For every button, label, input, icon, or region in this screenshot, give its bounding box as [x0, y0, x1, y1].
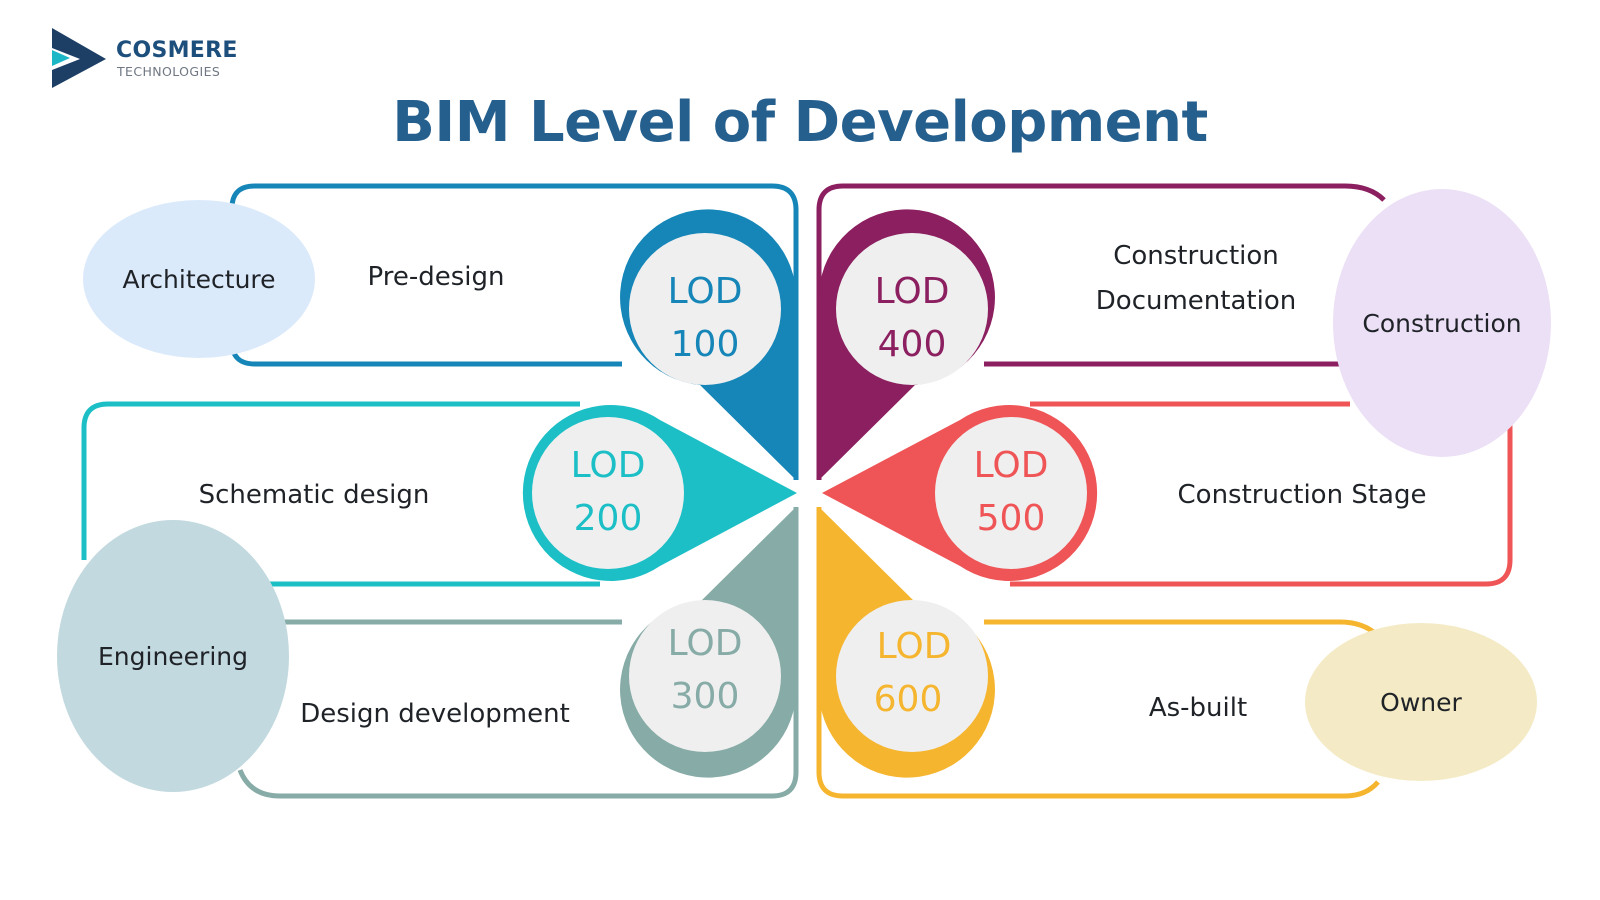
lod-400-segment: LOD 400 Construction Documentation — [816, 183, 1386, 480]
lod-600-label-top: LOD — [877, 626, 952, 667]
role-engineering: Engineering — [57, 520, 289, 792]
lod-400-label-top: LOD — [875, 271, 950, 312]
role-owner-bubble — [1305, 623, 1537, 781]
lod-200-label-bottom: 200 — [574, 498, 643, 539]
lod-300-segment: LOD 300 Design development — [237, 507, 799, 799]
lod-300-label-top: LOD — [668, 623, 743, 664]
lod-300-frame — [237, 507, 799, 799]
logo-chevron-icon — [52, 28, 106, 88]
lod-400-label-bottom: 400 — [878, 324, 947, 365]
role-owner-label: Owner — [1380, 688, 1462, 717]
role-construction-bubble — [1333, 189, 1551, 457]
lod-200-center — [532, 417, 684, 569]
role-construction-label: Construction — [1362, 309, 1521, 338]
lod-400-frame — [816, 183, 1386, 480]
logo-sub-text: TECHNOLOGIES — [117, 64, 221, 79]
lod-100-label-bottom: 100 — [671, 324, 740, 365]
lod-100-center — [629, 233, 781, 385]
lod-400-stage-line1: Construction — [1113, 241, 1279, 271]
lod-600-center — [836, 600, 988, 752]
lod-200-stage: Schematic design — [199, 480, 430, 510]
role-architecture-label: Architecture — [122, 265, 275, 294]
role-engineering-bubble — [57, 520, 289, 792]
lod-500-segment: LOD 500 Construction Stage — [822, 401, 1513, 587]
lod-600-label-bottom: 600 — [874, 679, 943, 720]
role-owner: Owner — [1305, 623, 1537, 781]
lod-300-stage: Design development — [300, 699, 570, 729]
lod-600-segment: LOD 600 As-built — [816, 507, 1380, 799]
lod-200-segment: LOD 200 Schematic design — [81, 401, 797, 587]
lod-500-stage: Construction Stage — [1178, 480, 1427, 510]
lod-200-label-top: LOD — [571, 445, 646, 486]
lod-100-frame — [229, 183, 799, 480]
lod-300-label-bottom: 300 — [671, 676, 740, 717]
logo-brand-text: COSMERE — [116, 38, 238, 63]
lod-100-label-top: LOD — [668, 271, 743, 312]
role-architecture: Architecture — [83, 200, 315, 358]
lod-500-label-bottom: 500 — [977, 498, 1046, 539]
lod-100-stage: Pre-design — [368, 262, 505, 292]
lod-600-stage: As-built — [1149, 693, 1247, 723]
role-construction: Construction — [1333, 189, 1551, 457]
lod-400-center — [836, 233, 988, 385]
lod-500-label-top: LOD — [974, 445, 1049, 486]
lod-500-center — [935, 417, 1087, 569]
role-architecture-bubble — [83, 200, 315, 358]
lod-100-segment: LOD 100 Pre-design — [229, 183, 799, 480]
lod-300-center — [629, 600, 781, 752]
lod-400-stage-line2: Documentation — [1096, 286, 1296, 316]
role-engineering-label: Engineering — [98, 642, 248, 671]
cosmere-logo: COSMERE TECHNOLOGIES — [50, 26, 250, 96]
page-title: BIM Level of Development — [392, 90, 1208, 155]
